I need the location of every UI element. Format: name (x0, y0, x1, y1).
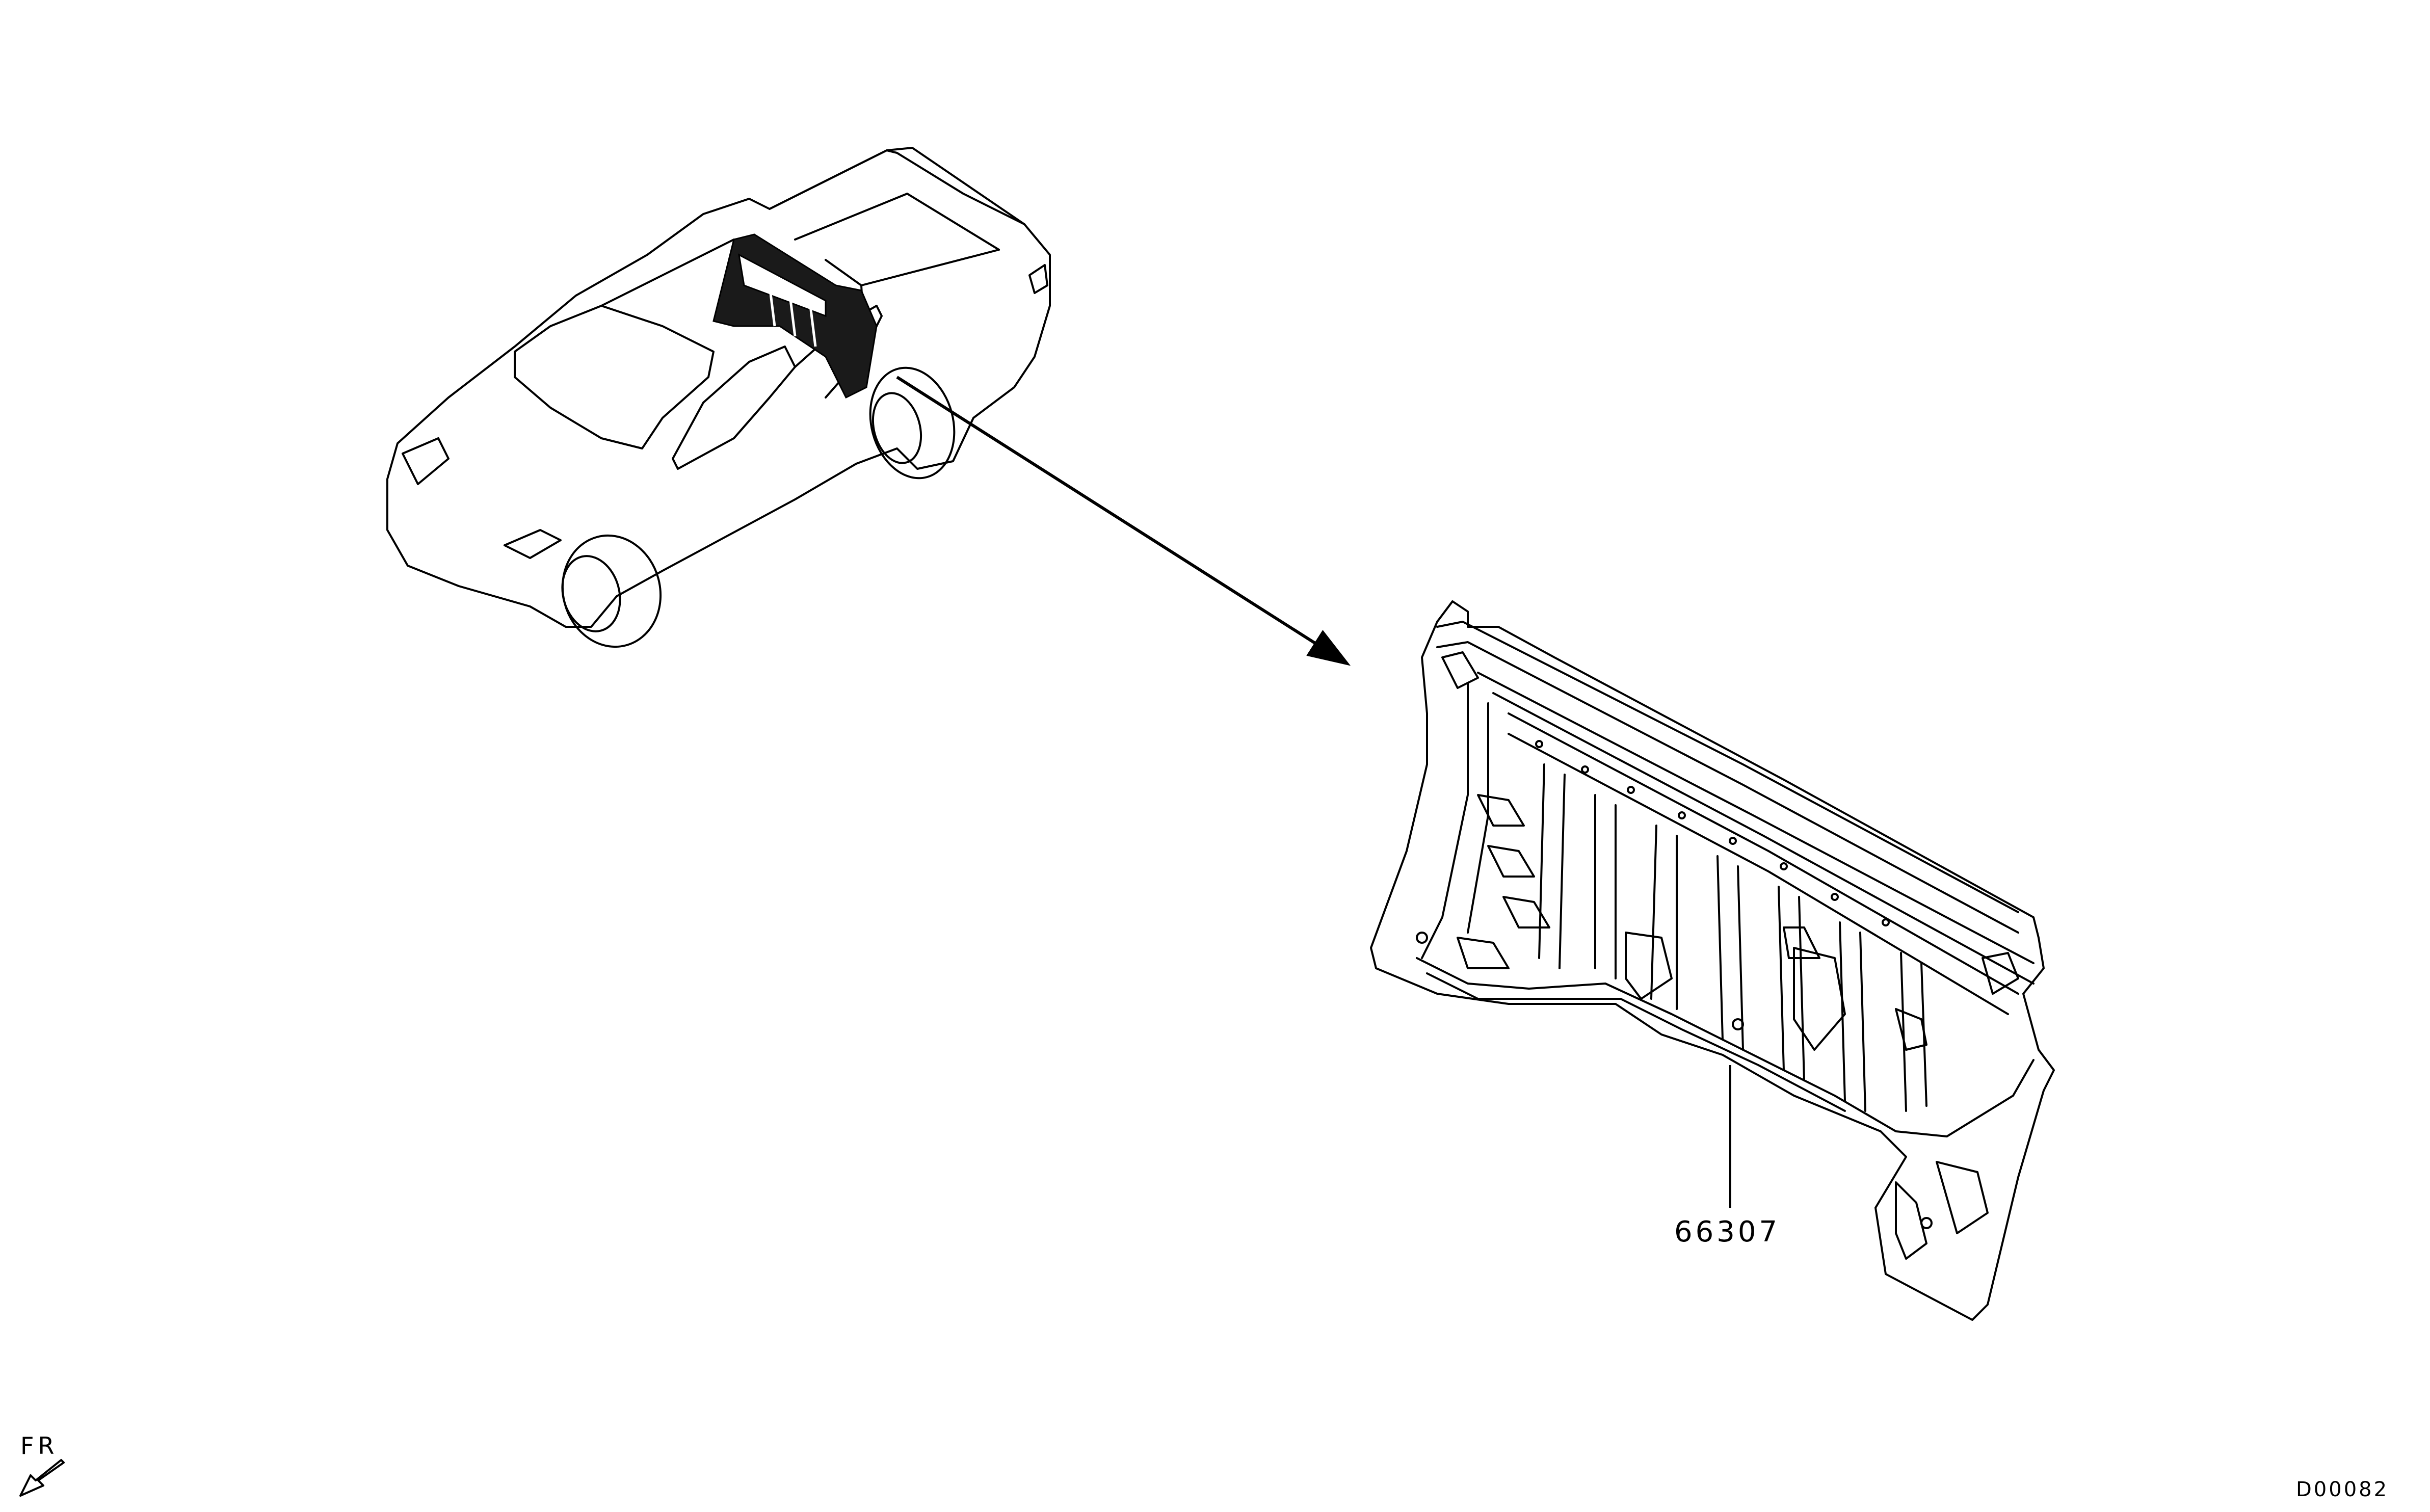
vehicle-panel-highlight-icon (712, 233, 878, 399)
direction-label: FR (20, 1432, 59, 1460)
pickup-truck-icon (386, 147, 1051, 648)
diagram-id-label: D00082 (2296, 1478, 2389, 1501)
front-direction-arrow-icon (19, 1459, 65, 1497)
rear-panel-part-icon (1370, 600, 2055, 1321)
part-number-label: 66307 (1674, 1215, 1781, 1249)
leader-arrow (896, 376, 1351, 666)
